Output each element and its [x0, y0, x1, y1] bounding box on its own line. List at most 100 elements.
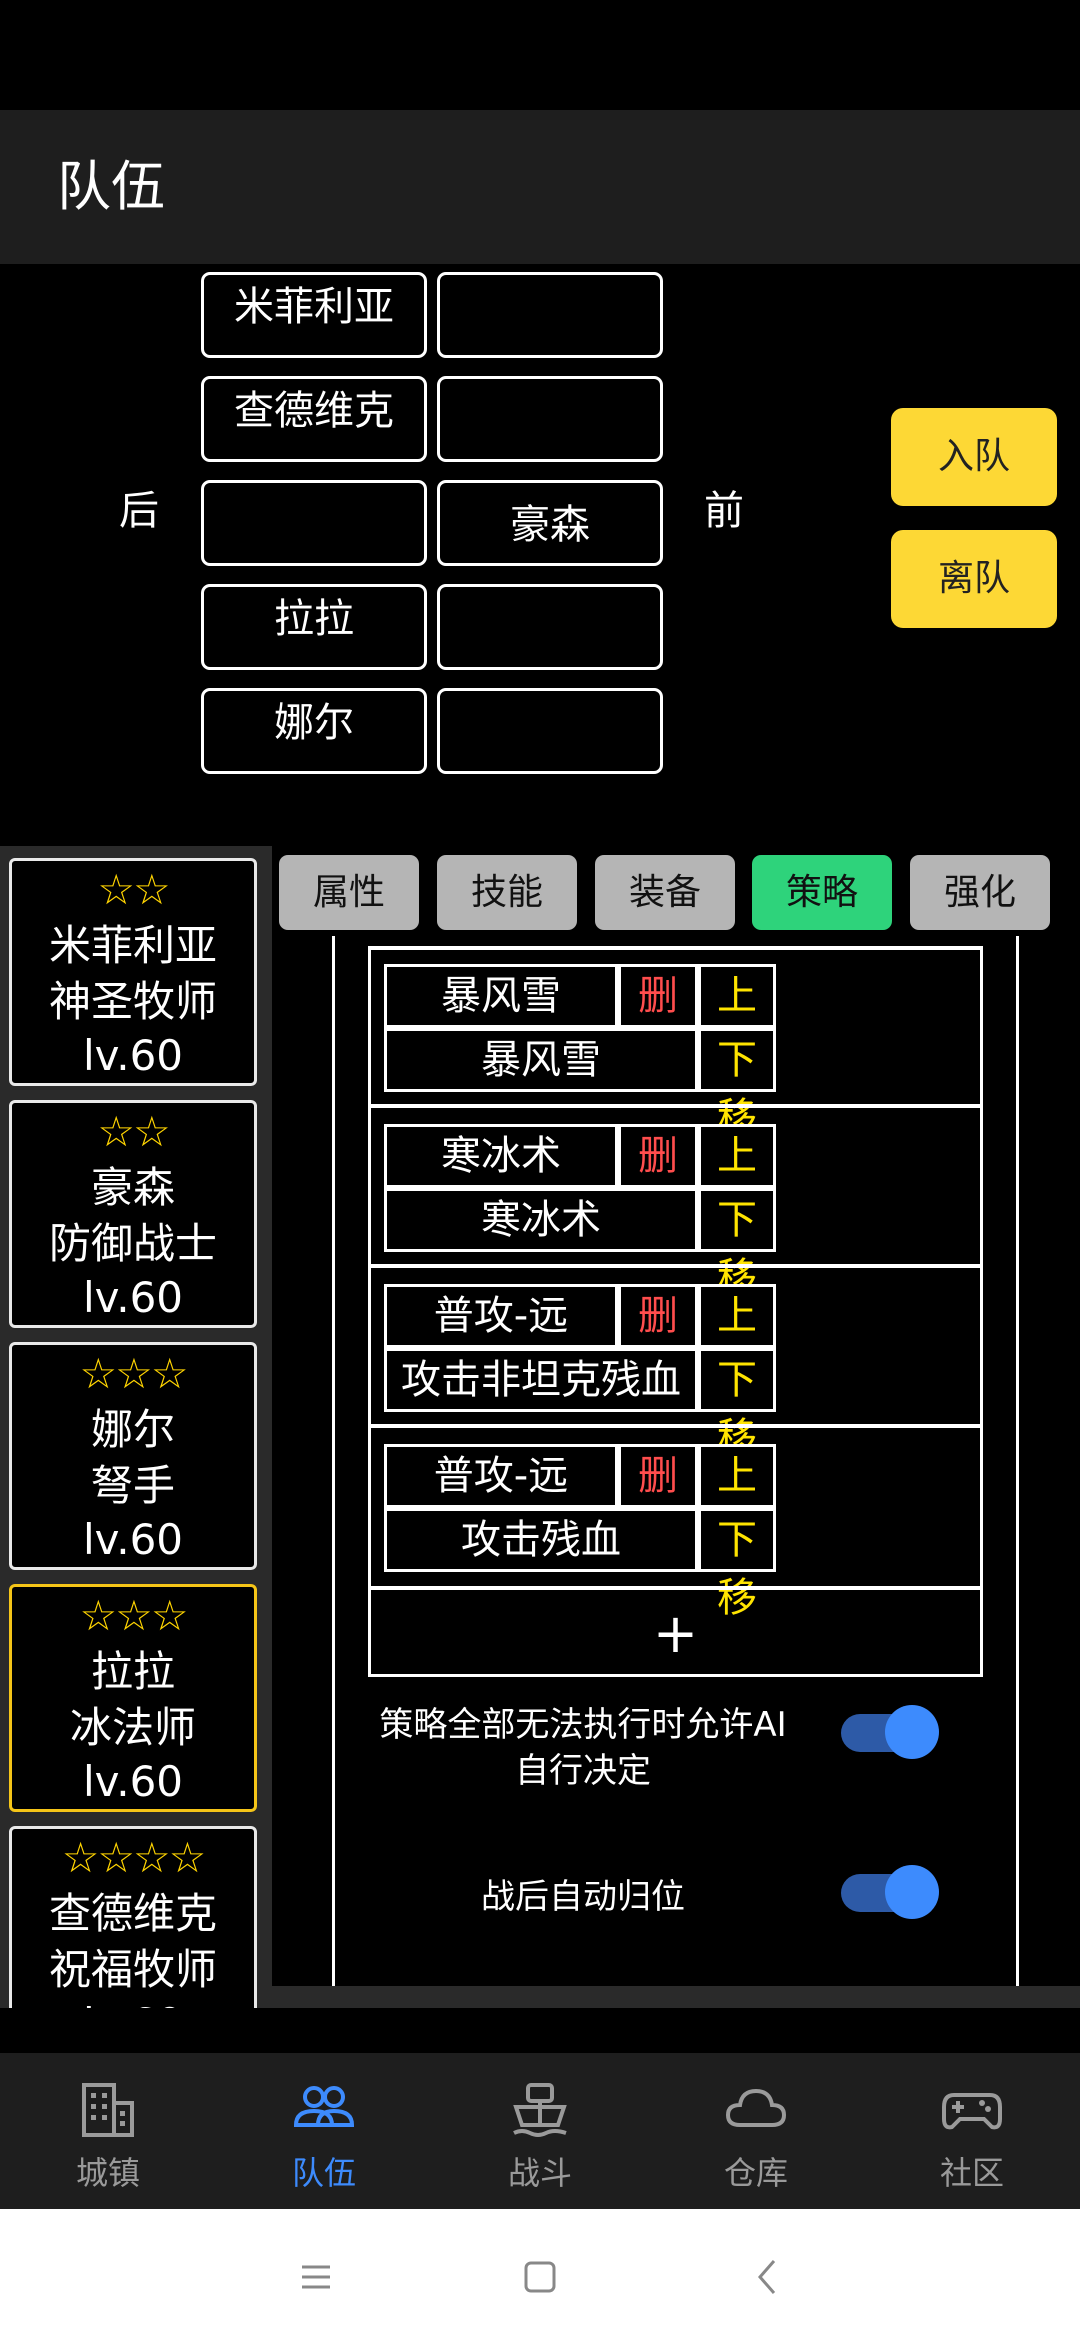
roster-card-selected[interactable]: ☆☆☆ 拉拉 冰法师 lv.60 — [9, 1584, 257, 1812]
delete-button[interactable]: 删除 — [618, 964, 698, 1077]
nav-label: 仓库 — [723, 2154, 788, 2192]
hero-name: 豪森 — [90, 1163, 175, 1212]
nav-battle[interactable]: 战斗 — [432, 2053, 648, 2209]
front-slot-1[interactable] — [437, 272, 663, 358]
ai-fallback-toggle[interactable] — [841, 1702, 941, 1759]
hero-level: lv.60 — [82, 1273, 184, 1322]
star-rating: ☆☆ — [97, 1107, 170, 1156]
roster-card[interactable]: ☆☆ 米菲利亚 神圣牧师 lv.60 — [9, 858, 257, 1086]
front-slot-2[interactable] — [437, 376, 663, 462]
hero-level: lv.60 — [12, 1997, 254, 2008]
group-divider — [371, 1104, 980, 1108]
hero-name: 拉拉 — [90, 1647, 175, 1696]
nav-label: 队伍 — [291, 2154, 356, 2192]
leave-team-button[interactable]: 离队 — [891, 530, 1057, 628]
app-header: 队伍 — [0, 110, 1080, 264]
strategy-skill[interactable]: 暴风雪 — [384, 964, 618, 1028]
system-nav-bar — [0, 2209, 1080, 2340]
back-row-label: 后 — [119, 488, 159, 534]
strategy-condition[interactable]: 攻击残血 — [384, 1508, 698, 1572]
strategy-skill[interactable]: 普攻-远 — [384, 1444, 618, 1508]
hero-name: 查德维克 — [48, 1889, 217, 1938]
group-divider — [371, 946, 980, 950]
strategy-condition[interactable]: 攻击非坦克残血 — [384, 1348, 698, 1412]
front-slot-3[interactable]: 豪森 — [437, 480, 663, 566]
bottom-nav: 城镇 队伍 战斗 仓库 社区 — [0, 2053, 1080, 2209]
move-down-button[interactable]: 下移 — [698, 1508, 776, 1621]
back-slot-3[interactable] — [201, 480, 427, 566]
front-row-label: 前 — [704, 488, 744, 534]
ai-fallback-label-line1: 策略全部无法执行时允许AI — [379, 1705, 787, 1745]
gamepad-icon — [942, 2093, 1002, 2130]
battleship-icon — [513, 2083, 567, 2137]
nav-label: 战斗 — [507, 2154, 572, 2192]
team-users-icon — [293, 2086, 355, 2127]
front-slot-4[interactable] — [437, 584, 663, 670]
back-slot-5[interactable]: 娜尔 — [201, 688, 427, 774]
tab-attributes[interactable]: 属性 — [279, 855, 419, 930]
hero-class: 冰法师 — [69, 1703, 196, 1752]
hero-level: lv.60 — [82, 1031, 184, 1080]
delete-button[interactable]: 删除 — [618, 1124, 698, 1237]
move-down-button[interactable]: 下移 — [698, 1348, 776, 1461]
roster-list[interactable]: ☆☆ 米菲利亚 神圣牧师 lv.60 ☆☆ 豪森 防御战士 lv.60 ☆☆☆ … — [0, 846, 272, 2008]
move-up-button[interactable]: 上移 — [698, 1444, 776, 1557]
strategy-list[interactable]: 暴风雪 删除 上移 暴风雪 下移 寒冰术 删除 上移 寒冰术 下移 普攻-远 删… — [368, 946, 983, 1677]
nav-community[interactable]: 社区 — [864, 2053, 1080, 2209]
nav-town[interactable]: 城镇 — [0, 2053, 216, 2209]
nav-warehouse[interactable]: 仓库 — [648, 2053, 864, 2209]
hero-class: 防御战士 — [48, 1219, 217, 1268]
star-rating: ☆☆ — [97, 865, 170, 914]
join-team-button[interactable]: 入队 — [891, 408, 1057, 506]
strategy-item: 普攻-远 删除 上移 攻击残血 下移 — [371, 1444, 980, 1621]
roster-card[interactable]: ☆☆☆☆ 查德维克 祝福牧师 lv.60 — [9, 1826, 257, 2008]
roster-card[interactable]: ☆☆☆ 娜尔 弩手 lv.60 — [9, 1342, 257, 1570]
hero-class: 弩手 — [90, 1461, 175, 1510]
city-building-icon — [82, 2083, 134, 2137]
move-up-button[interactable]: 上移 — [698, 1284, 776, 1397]
group-divider — [371, 1586, 980, 1590]
back-chevron-icon[interactable] — [738, 2247, 798, 2307]
back-slot-4[interactable]: 拉拉 — [201, 584, 427, 670]
star-rating: ☆☆☆ — [79, 1591, 189, 1640]
home-square-icon[interactable] — [510, 2247, 570, 2307]
star-rating: ☆☆☆☆ — [61, 1833, 207, 1882]
menu-icon[interactable] — [286, 2247, 346, 2307]
move-down-button[interactable]: 下移 — [698, 1028, 776, 1141]
strategy-skill[interactable]: 寒冰术 — [384, 1124, 618, 1188]
status-bar — [0, 0, 1080, 110]
delete-button[interactable]: 删除 — [618, 1444, 698, 1557]
hero-class: 祝福牧师 — [48, 1945, 217, 1994]
nav-label: 社区 — [939, 2154, 1004, 2192]
strategy-item: 普攻-远 删除 上移 攻击非坦克残血 下移 — [371, 1284, 980, 1461]
nav-label: 城镇 — [75, 2154, 140, 2192]
strategy-skill[interactable]: 普攻-远 — [384, 1284, 618, 1348]
tab-enhance[interactable]: 强化 — [910, 855, 1050, 930]
roster-card[interactable]: ☆☆ 豪森 防御战士 lv.60 — [9, 1100, 257, 1328]
strategy-item: 寒冰术 删除 上移 寒冰术 下移 — [371, 1124, 980, 1301]
nav-team[interactable]: 队伍 — [216, 2053, 432, 2209]
back-slot-2[interactable]: 查德维克 — [201, 376, 427, 462]
add-strategy-button[interactable]: + — [652, 1602, 699, 1665]
strategy-condition[interactable]: 暴风雪 — [384, 1028, 698, 1092]
cloud-icon — [725, 2088, 787, 2127]
toggle-knob — [885, 1865, 939, 1919]
move-up-button[interactable]: 上移 — [698, 1124, 776, 1237]
move-up-button[interactable]: 上移 — [698, 964, 776, 1077]
panel-footer — [272, 1986, 1080, 2008]
ai-fallback-label-line2: 自行决定 — [515, 1751, 651, 1791]
group-divider — [371, 1424, 980, 1428]
front-slot-5[interactable] — [437, 688, 663, 774]
star-rating: ☆☆☆ — [79, 1349, 189, 1398]
tab-skills[interactable]: 技能 — [437, 855, 577, 930]
hero-name: 娜尔 — [90, 1405, 175, 1454]
hero-level: lv.60 — [82, 1757, 184, 1806]
tab-equipment[interactable]: 装备 — [595, 855, 735, 930]
tab-strategy[interactable]: 策略 — [752, 855, 892, 930]
ai-fallback-label: 策略全部无法执行时允许AI 自行决定 — [355, 1702, 811, 1794]
back-slot-1[interactable]: 米菲利亚 — [201, 272, 427, 358]
strategy-condition[interactable]: 寒冰术 — [384, 1188, 698, 1252]
move-down-button[interactable]: 下移 — [698, 1188, 776, 1301]
auto-return-toggle[interactable] — [841, 1862, 941, 1919]
delete-button[interactable]: 删除 — [618, 1284, 698, 1397]
